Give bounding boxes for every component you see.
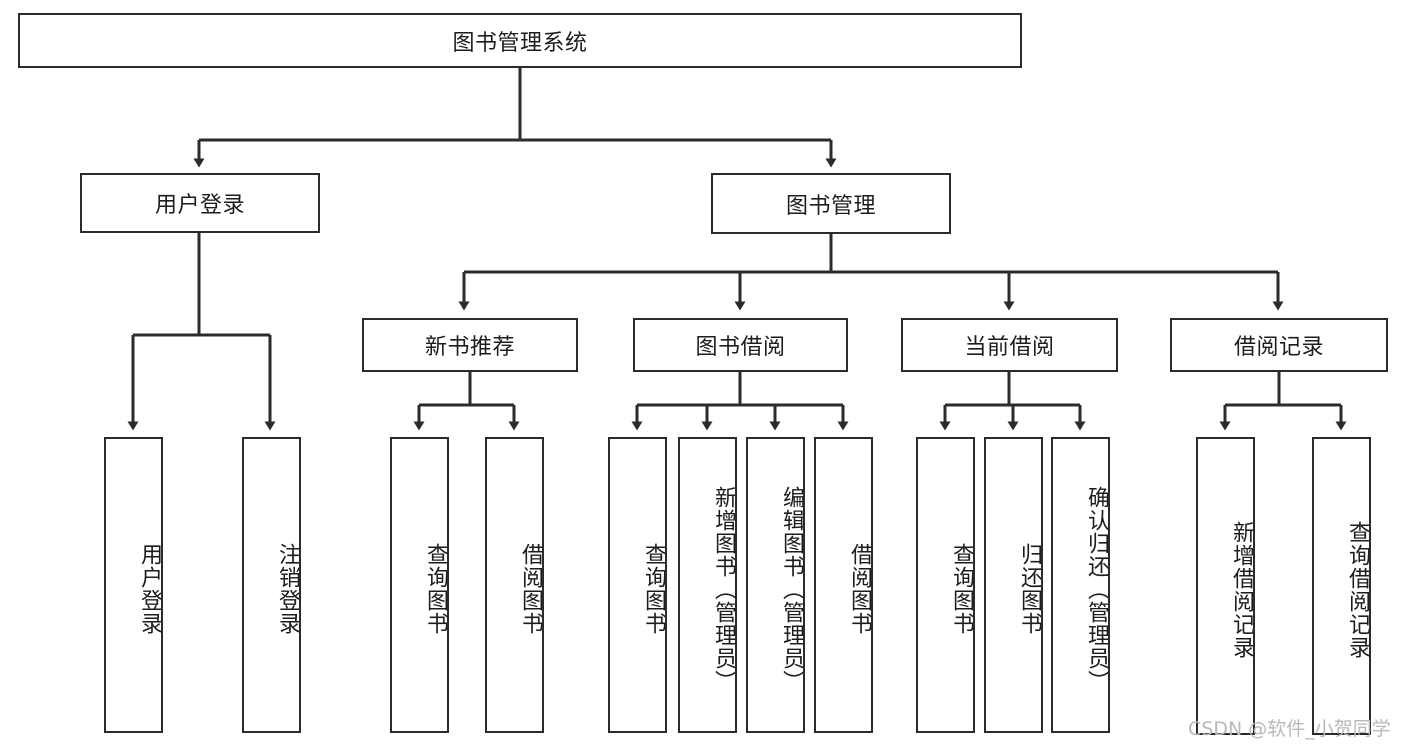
leaf-borrow-borrow-book[interactable]: 借阅图书 — [814, 437, 873, 733]
watermark-text: CSDN @软件_小贺同学 — [1188, 718, 1391, 740]
node-label: 归还图书 — [1017, 543, 1042, 635]
node-label: 借阅记录 — [1233, 335, 1324, 360]
node-label: 借阅图书 — [518, 543, 543, 635]
leaf-recommend-borrow-book[interactable]: 借阅图书 — [485, 437, 544, 733]
node-current-borrow[interactable]: 当前借阅 — [901, 318, 1118, 372]
node-label: 查询图书 — [641, 543, 666, 635]
leaf-records-query-record[interactable]: 查询借阅记录 — [1312, 437, 1371, 735]
node-new-book-recommend[interactable]: 新书推荐 — [362, 318, 578, 372]
node-label: 编辑图书（管理员） — [779, 485, 804, 693]
node-label: 新增借阅记录 — [1229, 521, 1254, 659]
leaf-current-return-book[interactable]: 归还图书 — [984, 437, 1043, 733]
node-label: 确认归还（管理员） — [1084, 485, 1109, 693]
node-label: 借阅图书 — [847, 543, 872, 635]
leaf-borrow-query-book[interactable]: 查询图书 — [608, 437, 667, 733]
node-label: 查询图书 — [423, 543, 448, 635]
node-label: 当前借阅 — [964, 335, 1055, 360]
leaf-user-login-do[interactable]: 用户登录 — [104, 437, 163, 733]
node-label: 图书借阅 — [695, 335, 786, 360]
node-label: 用户登录 — [137, 543, 162, 635]
node-label: 查询借阅记录 — [1345, 521, 1370, 659]
leaf-borrow-edit-book-admin[interactable]: 编辑图书（管理员） — [746, 437, 805, 733]
node-label: 图书管理系统 — [452, 30, 588, 56]
node-book-borrow[interactable]: 图书借阅 — [633, 318, 848, 372]
leaf-recommend-query-book[interactable]: 查询图书 — [390, 437, 449, 733]
node-label: 新书推荐 — [424, 335, 515, 360]
leaf-current-confirm-return-admin[interactable]: 确认归还（管理员） — [1051, 437, 1110, 733]
node-label: 查询图书 — [949, 543, 974, 635]
node-borrow-records[interactable]: 借阅记录 — [1170, 318, 1388, 372]
node-root-system[interactable]: 图书管理系统 — [18, 13, 1022, 68]
node-user-login[interactable]: 用户登录 — [80, 173, 320, 233]
node-label: 注销登录 — [275, 543, 300, 635]
node-label: 用户登录 — [154, 193, 245, 218]
node-label: 新增图书（管理员） — [711, 485, 736, 693]
leaf-records-add-record[interactable]: 新增借阅记录 — [1196, 437, 1255, 735]
leaf-borrow-add-book-admin[interactable]: 新增图书（管理员） — [678, 437, 737, 733]
node-book-management[interactable]: 图书管理 — [711, 173, 951, 234]
node-label: 图书管理 — [785, 193, 876, 219]
leaf-current-query-book[interactable]: 查询图书 — [916, 437, 975, 733]
leaf-user-logout[interactable]: 注销登录 — [242, 437, 301, 733]
